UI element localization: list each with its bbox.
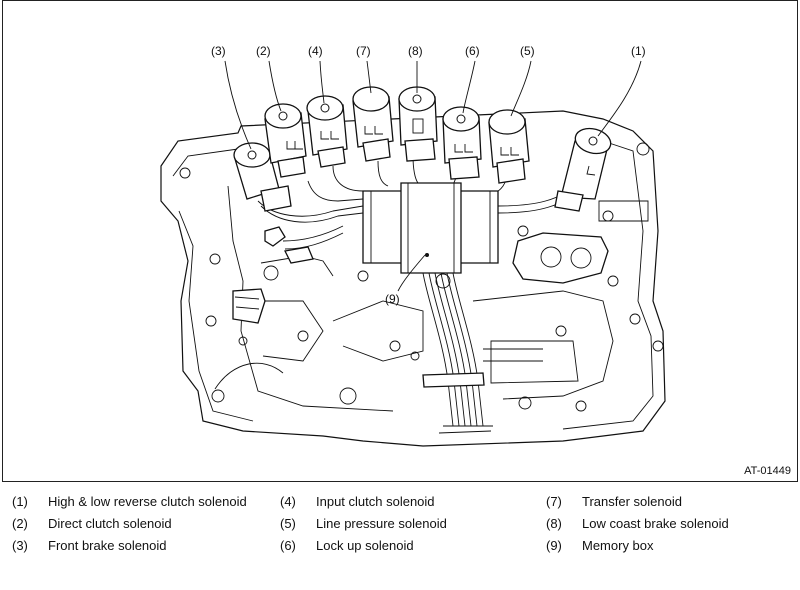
legend-label: Line pressure solenoid [316,516,447,531]
legend-label: Front brake solenoid [48,538,167,553]
legend-num: (3) [12,538,28,553]
solenoid-direct-clutch [264,103,307,178]
legend-item: (8) Low coast brake solenoid [546,516,729,538]
legend-item: (6) Lock up solenoid [280,538,447,560]
solenoid-input-clutch [306,95,348,168]
valve-block-right [512,232,609,284]
wire-harness [257,155,582,250]
callout-7: (7) [356,44,371,58]
legend-label: High & low reverse clutch solenoid [48,494,247,509]
valve-body-drawing: (3) (2) (4) (7) (8) (6) (5) (1) (9) [160,44,666,447]
legend-num: (4) [280,494,296,509]
callout-5: (5) [520,44,535,58]
legend-label: Low coast brake solenoid [582,516,729,531]
solenoid-front-brake [233,142,292,212]
valve-body-outline [160,110,666,447]
legend-item: (9) Memory box [546,538,729,560]
leader-lines [224,60,642,292]
legend-num: (5) [280,516,296,531]
solenoid-high-low-reverse [554,127,612,212]
memory-box [362,182,499,274]
legend-num: (7) [546,494,562,509]
harness-bundle [422,272,493,434]
valve-body-holes [179,142,664,412]
callouts: (3) (2) (4) (7) (8) (6) (5) (1) (9) [211,44,646,306]
callout-4: (4) [308,44,323,58]
callout-9: (9) [385,292,400,306]
callout-6: (6) [465,44,480,58]
legend-num: (2) [12,516,28,531]
legend-item: (7) Transfer solenoid [546,494,729,516]
solenoid-lock-up [442,106,482,180]
legend-num: (8) [546,516,562,531]
legend-label: Direct clutch solenoid [48,516,172,531]
legend-item: (2) Direct clutch solenoid [12,516,247,538]
legend-num: (9) [546,538,562,553]
legend-num: (1) [12,494,28,509]
legend-label: Lock up solenoid [316,538,414,553]
solenoid-line-pressure [488,109,530,184]
solenoid-transfer [352,86,394,162]
legend-column-3: (7) Transfer solenoid (8) Low coast brak… [546,494,729,560]
diagram-frame: (3) (2) (4) (7) (8) (6) (5) (1) (9) AT-0… [2,0,798,482]
legend-label: Input clutch solenoid [316,494,435,509]
legend-num: (6) [280,538,296,553]
legend-label: Memory box [582,538,654,553]
legend-column-1: (1) High & low reverse clutch solenoid (… [12,494,247,560]
legend-item: (4) Input clutch solenoid [280,494,447,516]
filter-plate [598,200,649,222]
legend-label: Transfer solenoid [582,494,682,509]
figure-id: AT-01449 [744,465,791,477]
connector-left [232,226,334,324]
legend-item: (1) High & low reverse clutch solenoid [12,494,247,516]
legend-column-2: (4) Input clutch solenoid (5) Line press… [280,494,447,560]
legend-item: (5) Line pressure solenoid [280,516,447,538]
callout-1: (1) [631,44,646,58]
callout-3: (3) [211,44,226,58]
solenoid-low-coast-brake [398,86,438,162]
callout-2: (2) [256,44,271,58]
legend-item: (3) Front brake solenoid [12,538,247,560]
callout-8: (8) [408,44,423,58]
